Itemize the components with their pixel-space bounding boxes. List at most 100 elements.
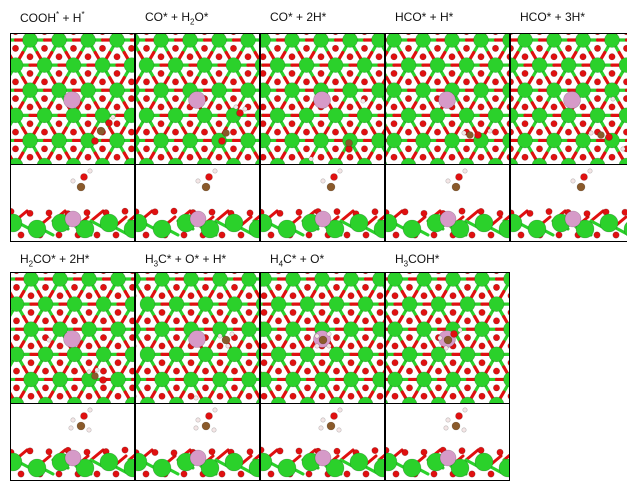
support-atom	[299, 346, 316, 363]
support-atom	[110, 321, 126, 338]
support-atom	[269, 107, 286, 124]
oxygen-atom	[11, 95, 20, 103]
support-atom	[313, 132, 329, 149]
oxygen-atom	[172, 384, 180, 392]
oxygen-atom	[70, 34, 77, 36]
oxygen-atom	[565, 34, 572, 36]
oxygen-atom	[41, 283, 49, 291]
support-atom	[255, 297, 259, 311]
carbon-atom	[221, 335, 231, 345]
oxygen-atom	[129, 317, 134, 325]
side-view-panel	[260, 164, 385, 242]
support-atom	[154, 273, 170, 287]
oxygen-atom	[144, 273, 151, 275]
oxygen-atom	[390, 69, 398, 77]
support-atom	[168, 396, 185, 403]
oxygen-atom	[42, 273, 49, 275]
oxygen-atom	[330, 173, 338, 181]
oxygen-atom	[361, 78, 369, 86]
support-atom	[139, 346, 156, 363]
support-atom	[531, 57, 548, 73]
side-view-structure	[136, 168, 259, 239]
support-atom	[314, 273, 330, 287]
oxygen-atom	[93, 470, 101, 478]
support-atom	[110, 273, 126, 287]
structure-label: H3C* + O* + H*	[145, 252, 226, 268]
oxygen-atom	[201, 34, 208, 36]
oxygen-atom	[274, 78, 282, 86]
top-view-structure	[386, 34, 509, 164]
oxygen-atom	[550, 103, 558, 111]
support-atom	[51, 132, 67, 149]
oxygen-atom	[375, 69, 383, 77]
oxygen-atom	[128, 128, 134, 136]
oxygen-atom	[343, 231, 351, 239]
oxygen-atom	[288, 103, 296, 111]
oxygen-atom	[173, 273, 180, 275]
oxygen-atom	[208, 448, 216, 456]
oxygen-atom	[208, 208, 216, 216]
support-atom	[356, 107, 373, 124]
hydrogen-atom	[337, 168, 343, 174]
support-atom	[474, 371, 490, 388]
support-atom	[560, 107, 577, 124]
oxygen-atom	[463, 95, 471, 103]
carbon-atom	[326, 182, 336, 192]
oxygen-atom	[27, 292, 35, 300]
oxygen-atom	[246, 209, 254, 217]
oxygen-atom	[55, 120, 63, 128]
oxygen-atom	[511, 145, 514, 153]
support-atom	[123, 57, 134, 73]
support-atom	[589, 107, 606, 124]
support-atom	[618, 107, 627, 124]
oxygen-atom	[511, 44, 514, 52]
top-view-panel	[385, 272, 510, 404]
support-atom	[299, 296, 316, 312]
oxygen-atom	[26, 153, 34, 161]
hydrogen-atom	[46, 337, 52, 343]
oxygen-atom	[171, 95, 179, 103]
support-atom	[488, 346, 505, 363]
oxygen-atom	[216, 308, 224, 316]
oxygen-atom	[361, 34, 368, 36]
oxygen-atom	[100, 283, 108, 291]
oxygen-atom	[464, 384, 472, 392]
oxygen-atom	[275, 334, 283, 342]
hydrogen-atom	[320, 417, 326, 423]
oxygen-atom	[26, 447, 34, 455]
support-atom	[11, 296, 25, 312]
oxygen-atom	[55, 103, 63, 111]
oxygen-atom	[612, 231, 620, 239]
oxygen-atom	[361, 145, 369, 153]
support-atom	[488, 396, 505, 403]
hydrogen-atom	[314, 343, 320, 349]
support-atom	[226, 296, 243, 312]
oxygen-atom	[236, 109, 244, 117]
oxygen-atom	[99, 44, 107, 52]
support-atom	[459, 396, 476, 403]
support-atom	[197, 296, 214, 312]
oxygen-atom	[187, 308, 195, 316]
top-view-panel	[10, 33, 135, 165]
hydrogen-atom	[445, 417, 451, 423]
support-atom	[386, 399, 389, 403]
oxygen-atom	[608, 120, 616, 128]
oxygen-atom	[114, 359, 122, 367]
oxygen-atom	[215, 69, 223, 77]
label-fragment: H	[395, 252, 404, 266]
hydrogen-atom	[445, 178, 451, 184]
oxygen-atom	[231, 273, 238, 275]
support-atom	[51, 82, 67, 99]
oxygen-atom	[143, 95, 151, 103]
oxygen-atom	[391, 308, 399, 316]
carbon-atom	[451, 421, 461, 431]
oxygen-atom	[215, 103, 223, 111]
support-atom	[502, 132, 509, 149]
hydrogen-atom	[437, 335, 443, 341]
oxygen-atom	[404, 128, 412, 136]
oxygen-atom	[84, 153, 92, 161]
oxygen-atom	[261, 69, 267, 77]
oxygen-atom	[303, 384, 311, 392]
oxygen-atom	[477, 446, 485, 454]
oxygen-atom	[448, 53, 456, 61]
